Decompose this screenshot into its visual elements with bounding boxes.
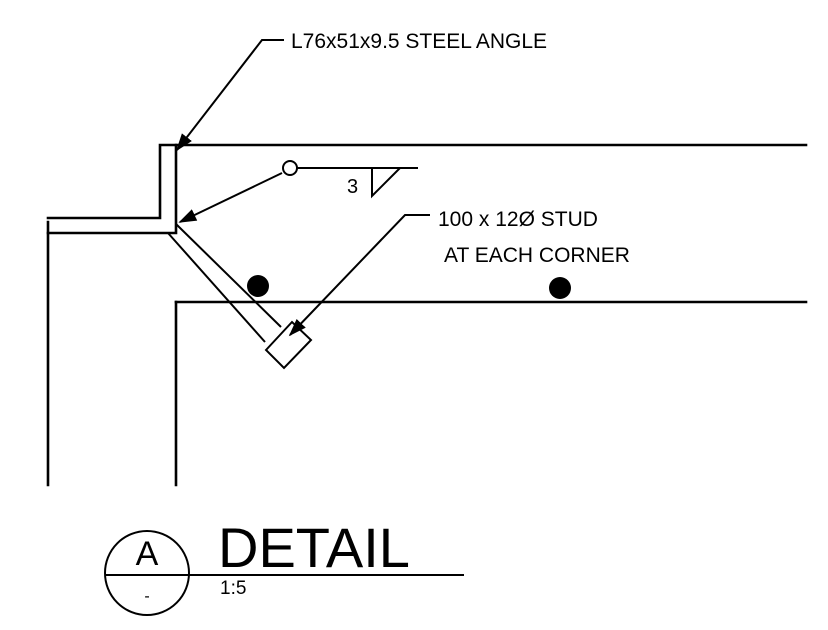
stud-shank-bottom bbox=[175, 223, 282, 328]
detail-letter: A bbox=[136, 535, 159, 573]
stud-label-line2: AT EACH CORNER bbox=[444, 244, 630, 267]
rebar-1 bbox=[247, 275, 269, 297]
angle-label: L76x51x9.5 STEEL ANGLE bbox=[291, 30, 547, 53]
detail-scale: 1:5 bbox=[220, 578, 246, 599]
detail-bubble bbox=[104, 530, 190, 616]
stud-head bbox=[264, 320, 313, 370]
rebar-2 bbox=[549, 277, 571, 299]
stud-shank-top bbox=[167, 232, 266, 343]
weld-size-label: 3 bbox=[347, 176, 358, 198]
fillet-weld-icon bbox=[371, 167, 401, 199]
stud-label-line1: 100 x 12Ø STUD bbox=[438, 208, 598, 231]
weld-all-around-icon bbox=[282, 160, 298, 176]
steel-angle bbox=[46, 143, 178, 235]
angle-leader bbox=[175, 39, 284, 152]
weld-leader bbox=[178, 172, 283, 223]
detail-title: DETAIL bbox=[218, 516, 410, 579]
sheet-reference: - bbox=[144, 588, 149, 605]
stud-leader bbox=[288, 214, 430, 337]
